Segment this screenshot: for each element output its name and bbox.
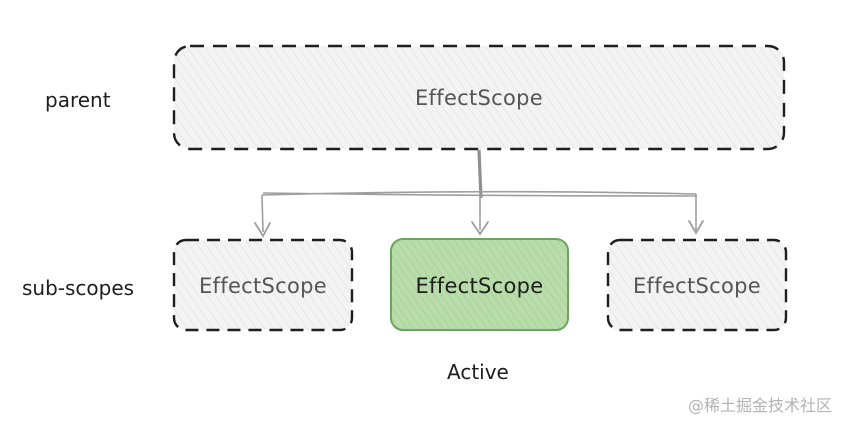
child-left-node-text: EffectScope [198,274,328,298]
parent-box [172,44,786,151]
parent-label: parent [45,88,111,112]
child-middle-node-text: EffectScope [415,274,544,298]
arrowhead-middle [471,221,489,236]
active-label: Active [447,360,509,384]
trunk-line [477,149,483,199]
child-left-box [172,238,354,332]
arrowhead-right [688,220,704,235]
sub-scopes-label: sub-scopes [22,276,135,300]
parent-node-text: EffectScope [414,86,544,110]
drop-left [261,194,264,233]
arrowhead-left [254,222,271,238]
arrowheads [254,220,704,238]
connector-lines [261,149,698,233]
watermark-text: @稀土掘金技术社区 [687,396,832,415]
child-right-box [606,238,788,332]
child-right-node-text: EffectScope [632,274,762,298]
child-middle-box [390,238,569,331]
